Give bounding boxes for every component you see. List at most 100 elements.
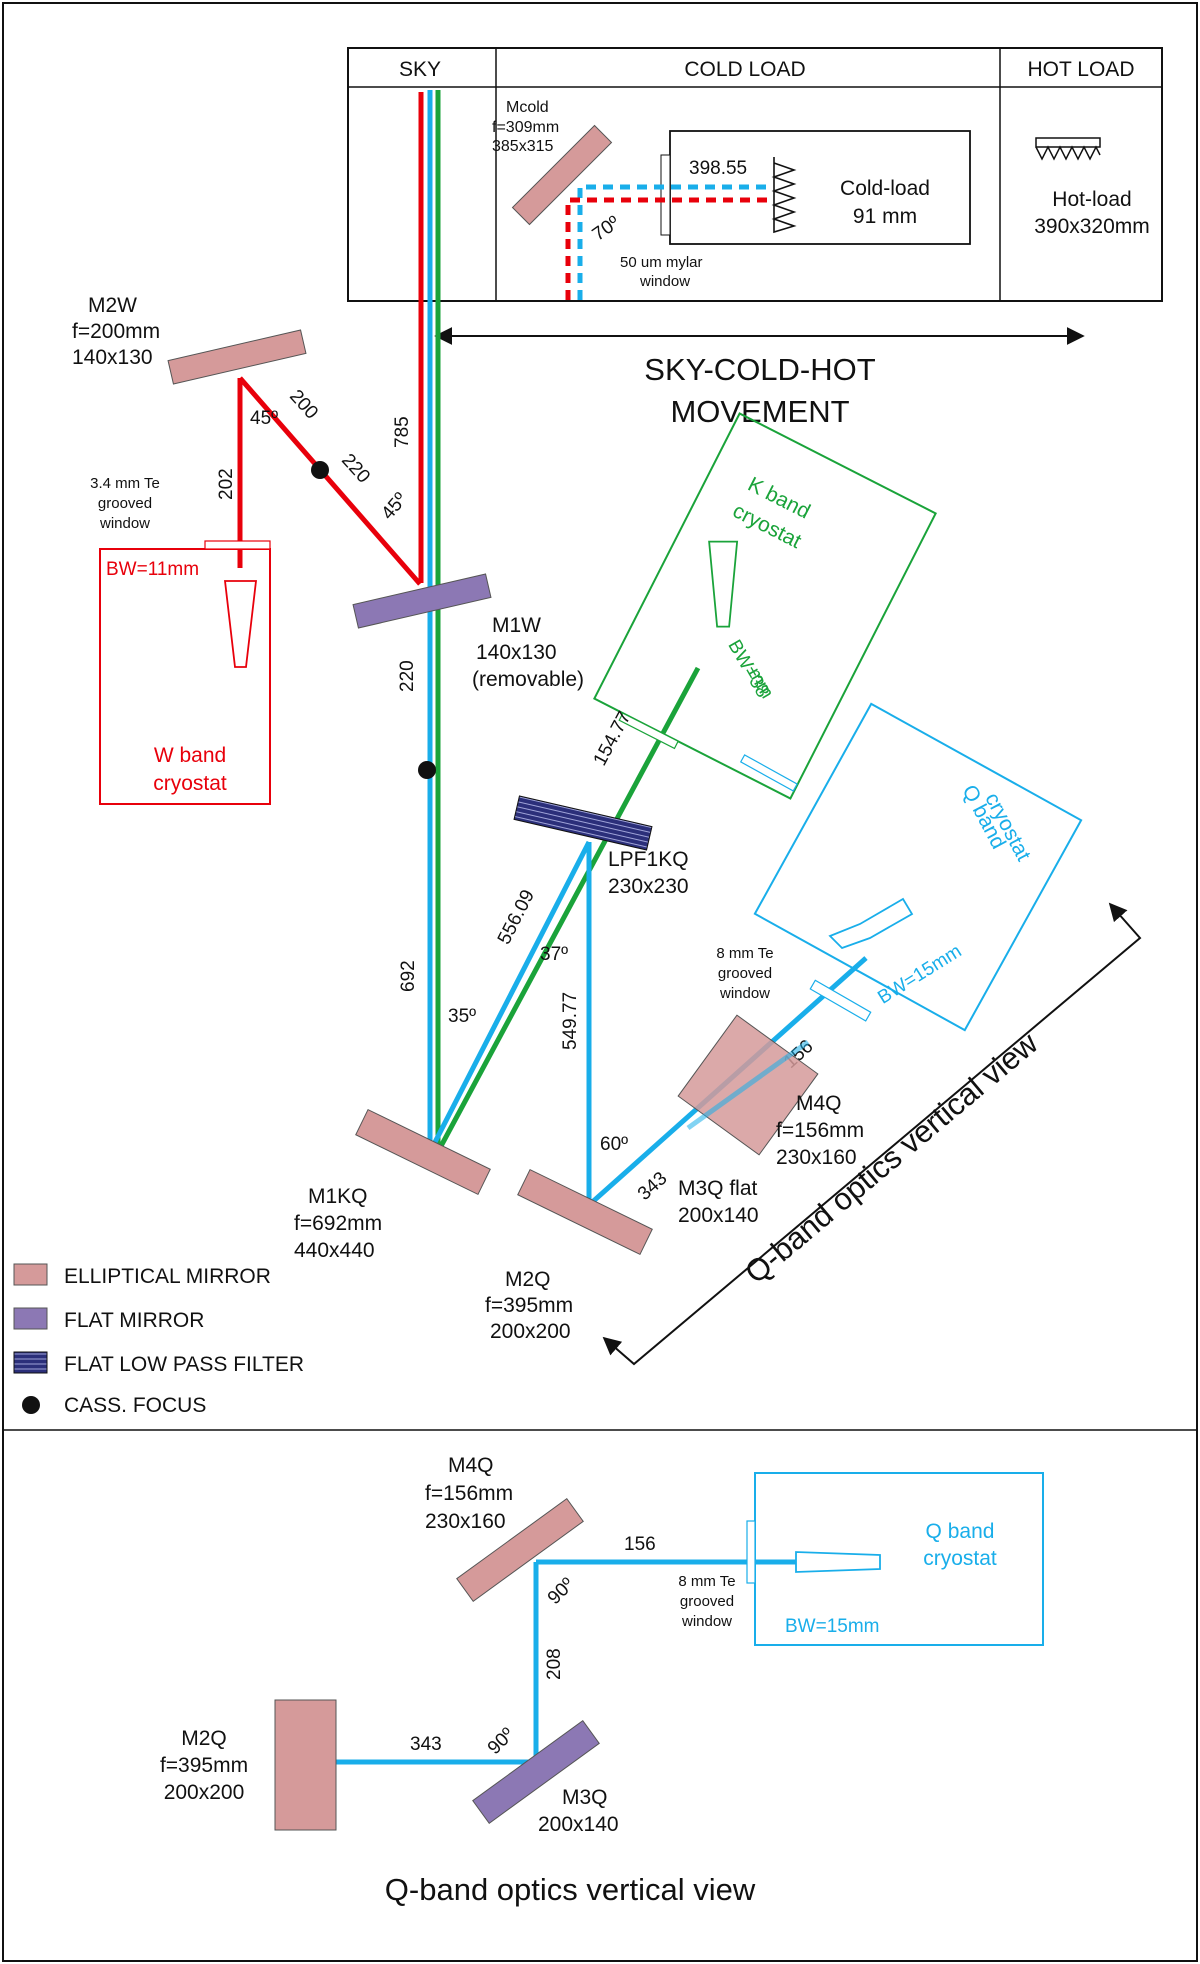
legend-focus-dot bbox=[22, 1396, 40, 1414]
legend-filter-label: FLAT LOW PASS FILTER bbox=[64, 1353, 304, 1376]
m2w-name: M2W bbox=[88, 294, 137, 317]
w-dist-202: 202 bbox=[216, 468, 237, 500]
m2q-size: 200x200 bbox=[490, 1320, 571, 1343]
m2w-size: 140x130 bbox=[72, 346, 153, 369]
cold-beam-blue bbox=[577, 184, 768, 300]
vertical-view-arrow bbox=[602, 902, 1142, 1366]
bottom-dist-208: 208 bbox=[544, 1648, 565, 1680]
bottom-caption: Q-band optics vertical view bbox=[385, 1872, 756, 1907]
mcold-size: 385x315 bbox=[492, 138, 553, 155]
bottom-m4q-size: 230x160 bbox=[425, 1510, 506, 1533]
sky-header: SKY bbox=[399, 58, 441, 81]
m3q-size: 200x140 bbox=[678, 1204, 759, 1227]
cold-load-size: 91 mm bbox=[853, 205, 917, 228]
dist-220-main: 220 bbox=[397, 660, 418, 692]
m2w-focal: f=200mm bbox=[72, 320, 160, 343]
hot-load-header: HOT LOAD bbox=[1028, 58, 1135, 81]
w-angle-45a: 45º bbox=[250, 408, 278, 429]
q-dist-549: 549.77 bbox=[560, 992, 581, 1050]
bottom-q-cryostat-window bbox=[746, 1520, 756, 1584]
q-dist-556: 556.09 bbox=[494, 887, 539, 948]
w-dist-200: 200 bbox=[285, 386, 322, 424]
bottom-m3q-size: 200x140 bbox=[538, 1813, 619, 1836]
bottom-m2q-name: M2Q bbox=[181, 1727, 227, 1750]
hot-load-name: Hot-load bbox=[1052, 188, 1131, 211]
m1w-size: 140x130 bbox=[476, 641, 557, 664]
w-window-1: 3.4 mm Te bbox=[90, 475, 160, 492]
w-cryostat-box bbox=[99, 548, 271, 805]
w-dist-785: 785 bbox=[392, 416, 413, 448]
w-window-2: grooved bbox=[98, 495, 152, 512]
lpf1kq-filter bbox=[513, 795, 653, 851]
q-window-3: window bbox=[719, 985, 770, 1002]
w-dist-220: 220 bbox=[337, 450, 374, 488]
m2q-mirror bbox=[517, 1168, 653, 1256]
hot-load-size: 390x320mm bbox=[1034, 215, 1150, 238]
bottom-m4q-focal: f=156mm bbox=[425, 1482, 513, 1505]
bottom-m2q-focal: f=395mm bbox=[160, 1754, 248, 1777]
m2q-name: M2Q bbox=[505, 1268, 551, 1291]
bottom-m4q-mirror bbox=[456, 1498, 584, 1602]
m3q-name: M3Q flat bbox=[678, 1177, 758, 1200]
legend-flat-label: FLAT MIRROR bbox=[64, 1309, 204, 1332]
w-beam-diagonal bbox=[238, 376, 422, 586]
k-dist-154: 154.77 bbox=[590, 708, 636, 769]
mcold-name: Mcold bbox=[506, 99, 549, 116]
bottom-q-cryostat-1: Q band bbox=[926, 1520, 995, 1543]
load-box: SKY COLD LOAD HOT LOAD bbox=[347, 47, 1163, 302]
m1kq-mirror bbox=[355, 1108, 491, 1196]
m4q-size: 230x160 bbox=[776, 1146, 857, 1169]
w-cryostat-label-2: cryostat bbox=[153, 772, 227, 795]
bottom-m2q-mirror bbox=[274, 1699, 337, 1831]
cold-load-absorber-icon bbox=[771, 157, 797, 234]
bottom-q-window-1: 8 mm Te bbox=[678, 1573, 735, 1590]
mylar-label-1: 50 um mylar bbox=[620, 254, 703, 271]
cold-angle-70: 70º bbox=[589, 212, 624, 245]
q-beam-1 bbox=[429, 840, 592, 1150]
q-dist-692: 692 bbox=[398, 960, 419, 992]
mylar-label-2: window bbox=[639, 273, 690, 290]
m1kq-focal: f=692mm bbox=[294, 1212, 382, 1235]
cold-load-name: Cold-load bbox=[840, 177, 930, 200]
q-bw-label: BW=15mm bbox=[874, 941, 965, 1009]
m1kq-name: M1KQ bbox=[308, 1185, 368, 1208]
movement-label-1: SKY-COLD-HOT bbox=[644, 352, 875, 387]
cass-focus-main bbox=[418, 761, 436, 779]
lpf1kq-name: LPF1KQ bbox=[608, 848, 689, 871]
m1w-name: M1W bbox=[492, 614, 541, 637]
q-angle-35: 35º bbox=[448, 1006, 476, 1027]
w-cryostat-label-1: W band bbox=[154, 744, 226, 767]
q-angle-60: 60º bbox=[600, 1134, 628, 1155]
k-beam bbox=[437, 666, 701, 1150]
mcold-mirror bbox=[511, 124, 613, 226]
bottom-q-bw: BW=15mm bbox=[785, 1616, 880, 1637]
bottom-q-window-2: grooved bbox=[680, 1593, 734, 1610]
q-horn-icon bbox=[828, 897, 914, 950]
bottom-m3q-name: M3Q bbox=[562, 1786, 608, 1809]
bottom-m4q-name: M4Q bbox=[448, 1454, 494, 1477]
cold-load-header: COLD LOAD bbox=[684, 58, 805, 81]
legend-elliptical-label: ELLIPTICAL MIRROR bbox=[64, 1265, 271, 1288]
m1w-note: (removable) bbox=[472, 668, 584, 691]
hot-load-plate bbox=[1035, 137, 1101, 148]
legend-elliptical-swatch bbox=[13, 1263, 48, 1286]
bottom-q-cryostat-2: cryostat bbox=[923, 1547, 997, 1570]
bottom-m2q-size: 200x200 bbox=[164, 1781, 245, 1804]
k-cryostat bbox=[593, 412, 937, 800]
bottom-dist-343: 343 bbox=[410, 1734, 442, 1755]
cold-load-distance: 398.55 bbox=[689, 158, 747, 179]
bottom-q-window-3: window bbox=[681, 1613, 732, 1630]
w-window-3: window bbox=[99, 515, 150, 532]
cass-focus-w bbox=[311, 461, 329, 479]
w-horn-icon bbox=[223, 580, 258, 668]
m4q-name: M4Q bbox=[796, 1092, 842, 1115]
bottom-angle-top: 90º bbox=[544, 1574, 579, 1609]
w-bw-label: BW=11mm bbox=[106, 559, 199, 580]
mcold-focal: f=309mm bbox=[492, 119, 559, 136]
legend-flat-swatch bbox=[13, 1307, 48, 1330]
w-angle-45b: 45º bbox=[377, 489, 411, 524]
m4q-focal: f=156mm bbox=[776, 1119, 864, 1142]
w-cryostat-window bbox=[204, 540, 271, 550]
